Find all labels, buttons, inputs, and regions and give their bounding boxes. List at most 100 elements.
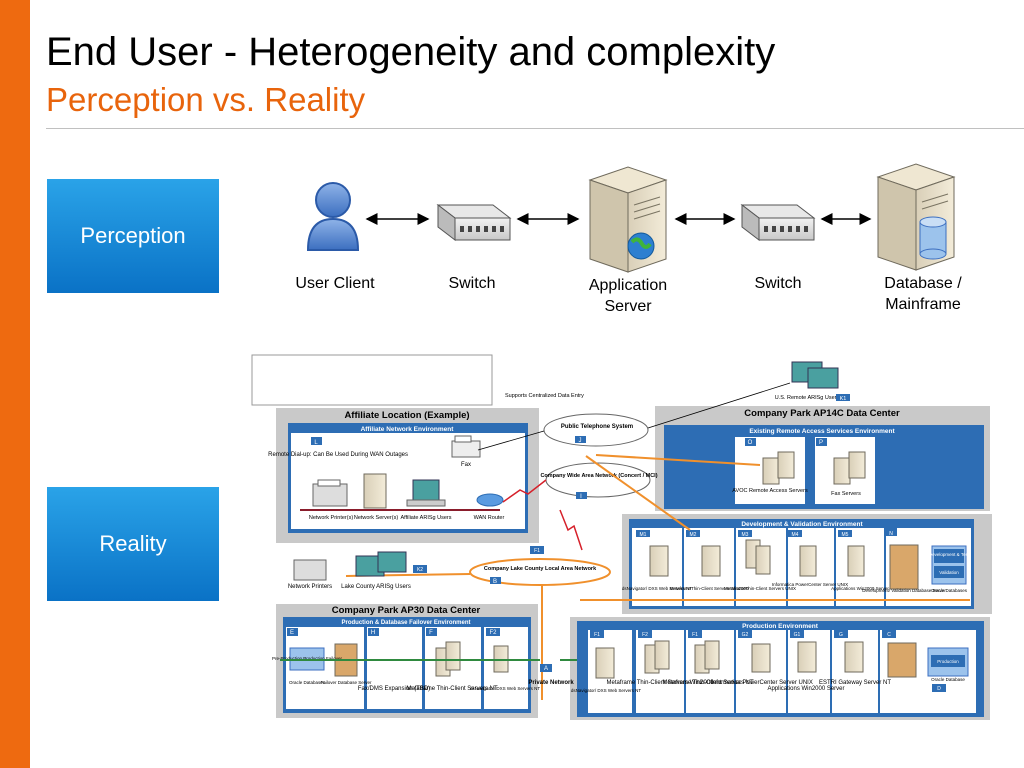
svg-text:K1: K1: [840, 396, 847, 402]
affiliate-title: Affiliate Location (Example): [344, 410, 469, 421]
svg-text:Metaframe Thin-Client Servers: Metaframe Thin-Client Servers NT: [662, 680, 754, 686]
database-server-icon: [876, 163, 956, 271]
switch-label-2: Switch: [754, 275, 802, 292]
svg-text:E: E: [290, 630, 294, 636]
svg-text:F2: F2: [642, 632, 648, 638]
svg-text:Fax Servers: Fax Servers: [831, 491, 861, 497]
svg-text:Applications Win2000 Server: Applications Win2000 Server: [831, 586, 889, 591]
ap14c-title: Company Park AP14C Data Center: [744, 408, 900, 419]
svg-text:F: F: [429, 630, 433, 636]
svg-text:B: B: [493, 579, 497, 585]
svg-text:J: J: [579, 438, 582, 444]
svg-text:I: I: [580, 494, 582, 500]
svg-text:U.S. Remote ARISg Users: U.S. Remote ARISg Users: [775, 395, 840, 401]
svg-text:Company Lake County Local Area: Company Lake County Local Area Network: [484, 566, 597, 572]
svg-text:Affiliate ARISg Users: Affiliate ARISg Users: [401, 515, 452, 521]
lake-users-icon: [355, 551, 407, 577]
svg-text:G1: G1: [794, 632, 801, 638]
svg-text:Production: Production: [937, 659, 959, 664]
svg-text:Development & Validation Envir: Development & Validation Environment: [741, 521, 863, 528]
svg-text:C: C: [887, 632, 891, 638]
user-client-label: User Client: [295, 275, 375, 292]
wan-cloud: [545, 462, 651, 498]
svg-text:Validation: Validation: [939, 570, 959, 575]
supports-text: Supports Centralized Data Entry: [505, 393, 584, 399]
svg-text:dsNavigator/ DXS Web Servers N: dsNavigator/ DXS Web Servers NT: [470, 686, 540, 691]
svg-text:Network Printers: Network Printers: [288, 584, 332, 590]
svg-text:Company Wide Area Network (Con: Company Wide Area Network (Concert / MCI…: [540, 473, 657, 479]
svg-text:F1: F1: [594, 632, 600, 638]
application-server-label: Application Server: [588, 277, 668, 315]
svg-text:Pre-Production Production Fail: Pre-Production Production Failover: [272, 656, 343, 661]
svg-text:Metaframe Thin-Client Servers: Metaframe Thin-Client Servers Win2000: [607, 680, 715, 686]
us-remote-users-icon: [791, 361, 839, 389]
svg-text:N: N: [889, 531, 893, 537]
svg-text:Oracle Databases: Oracle Databases: [931, 588, 968, 593]
user-client-icon: [306, 182, 360, 251]
svg-text:M2: M2: [690, 532, 697, 538]
svg-text:Development/ Validation Databa: Development/ Validation Database Server: [862, 588, 946, 593]
svg-text:K2: K2: [417, 567, 423, 573]
svg-text:H: H: [371, 630, 375, 636]
svg-text:Production & Database Failover: Production & Database Failover Environme…: [341, 620, 470, 626]
switch-label-1: Switch: [448, 275, 496, 292]
affiliate-env: Affiliate Network Environment: [361, 426, 455, 433]
title-divider: [46, 128, 1024, 129]
svg-text:Applications Win2000 Server: Applications Win2000 Server: [767, 686, 844, 692]
svg-text:A: A: [544, 666, 548, 672]
svg-text:Fax/DMS Expansion (TBD): Fax/DMS Expansion (TBD): [358, 686, 430, 692]
private-network-label: Private Network: [528, 680, 574, 686]
svg-text:ESTRI Gateway Server NT: ESTRI Gateway Server NT: [819, 680, 891, 686]
svg-text:Public Telephone System: Public Telephone System: [561, 424, 633, 430]
page-title: End User - Heterogeneity and complexity: [46, 30, 776, 74]
fax-icon: [451, 435, 481, 458]
svg-text:Oracle Databases: Oracle Databases: [289, 680, 326, 685]
lan-ellipse: [469, 558, 611, 586]
svg-text:Production Environment: Production Environment: [742, 623, 819, 630]
svg-text:Network Printer(s): Network Printer(s): [309, 515, 353, 521]
svg-text:F2: F2: [489, 630, 497, 636]
svg-text:Development & Test: Development & Test: [929, 552, 970, 557]
reality-box: Reality: [47, 487, 219, 601]
phone-cloud: [543, 413, 649, 447]
svg-text:P: P: [819, 440, 823, 446]
svg-text:Metaframe Thin-Client Servers: Metaframe Thin-Client Servers NT: [406, 686, 498, 692]
svg-text:dsNavigator/ DXS Web Servers N: dsNavigator/ DXS Web Servers NT: [622, 586, 692, 591]
svg-text:M4: M4: [792, 532, 799, 538]
svg-text:F1: F1: [534, 548, 540, 554]
svg-text:F1: F1: [692, 632, 698, 638]
svg-text:dsNavigator/ DXS Web Servers N: dsNavigator/ DXS Web Servers NT: [571, 688, 641, 693]
svg-text:D: D: [937, 686, 941, 692]
svg-text:Lake County ARISg Users: Lake County ARISg Users: [341, 584, 411, 590]
svg-text:Oracle Database: Oracle Database: [931, 677, 965, 682]
svg-text:M5: M5: [842, 532, 849, 538]
remote-dialup-text: Remote Dial-up: Can Be Used During WAN O…: [268, 452, 408, 458]
wan-router-icon: [476, 493, 504, 507]
switch-icon-2: [740, 203, 816, 242]
application-server-icon: [588, 166, 668, 273]
svg-text:O: O: [748, 440, 753, 446]
svg-text:L: L: [314, 440, 318, 446]
svg-text:Informatica PowerCenter Server: Informatica PowerCenter Server UNIX: [711, 680, 813, 686]
blank-callout: [251, 354, 493, 406]
svg-text:M3: M3: [742, 532, 749, 538]
ap30-title: Company Park AP30 Data Center: [332, 605, 481, 616]
page-subtitle: Perception vs. Reality: [46, 81, 366, 118]
network-server-icon: [363, 473, 387, 509]
printer-icon: [312, 479, 348, 507]
svg-text:Failover Database Server: Failover Database Server: [320, 680, 372, 685]
switch-icon-1: [436, 203, 512, 242]
svg-text:Fax: Fax: [461, 462, 471, 468]
reality-diagram: Affiliate Location (Example) Affiliate N…: [251, 354, 992, 720]
database-mainframe-label: Database / Mainframe: [884, 275, 962, 313]
svg-text:AVOC Remote Access Servers: AVOC Remote Access Servers: [732, 488, 808, 494]
svg-text:M1: M1: [640, 532, 647, 538]
accent-bar: [0, 0, 30, 768]
svg-text:MetaframeThin-Client Servers U: MetaframeThin-Client Servers UNIX: [724, 586, 796, 591]
network-printers-icon: [293, 559, 327, 581]
svg-text:WAN Router: WAN Router: [474, 515, 505, 521]
svg-text:Network Server(s): Network Server(s): [354, 515, 398, 521]
svg-text:G2: G2: [742, 632, 749, 638]
svg-text:MetaframeThin-Client Servers W: MetaframeThin-Client Servers Win2000: [669, 586, 749, 591]
